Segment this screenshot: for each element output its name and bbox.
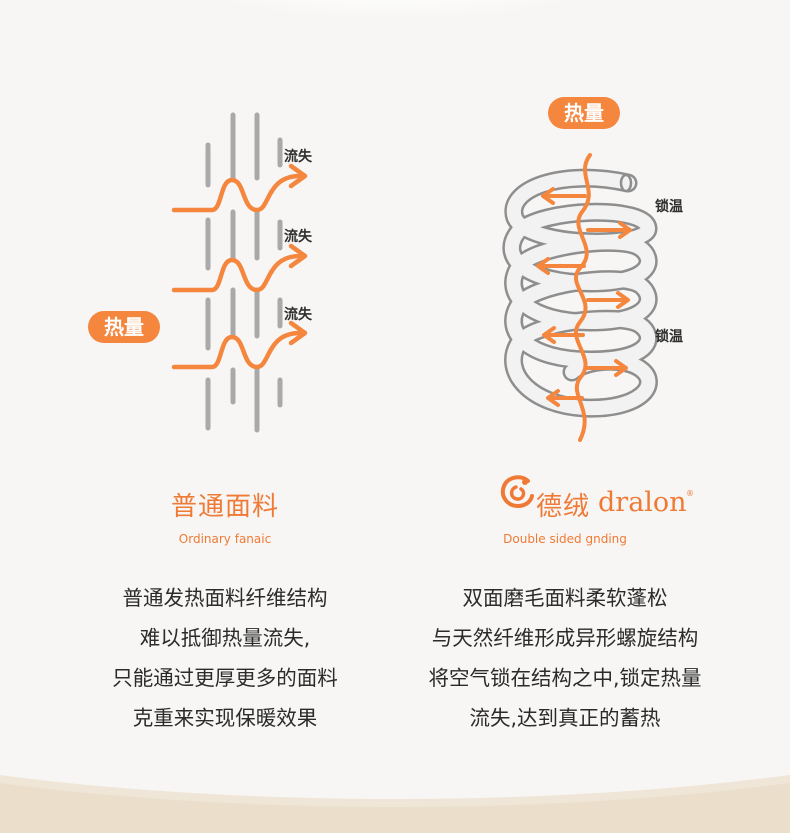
dralon-description: 双面磨毛面料柔软蓬松 与天然纤维形成异形螺旋结构 将空气锁在结构之中,锁定热量 …: [405, 578, 725, 738]
loss-label-3: 流失: [284, 304, 312, 324]
heat-loss-arrows: [174, 166, 305, 367]
description-line: 双面磨毛面料柔软蓬松: [405, 578, 725, 618]
brand-name-cn: 德绒: [536, 486, 590, 523]
registered-mark: ®: [686, 489, 694, 498]
ordinary-fabric-subtitle: Ordinary fanaic: [125, 532, 325, 546]
description-line: 将空气锁在结构之中,锁定热量: [405, 658, 725, 698]
lock-label-2: 锁温: [655, 326, 683, 346]
ordinary-fabric-description: 普通发热面料纤维结构 难以抵御热量流失, 只能通过更厚更多的面料 克重来实现保暖…: [75, 578, 375, 738]
description-line: 只能通过更厚更多的面料: [75, 658, 375, 698]
brand-name-en: dralon: [598, 487, 687, 518]
dralon-spiral-diagram: [512, 155, 649, 440]
bottom-wave-decoration: [0, 763, 790, 833]
dralon-subtitle: Double sided gnding: [460, 532, 670, 546]
dralon-logo: 德绒 dralon ®: [498, 470, 708, 526]
lock-label-1: 锁温: [655, 196, 683, 216]
description-line: 与天然纤维形成异形螺旋结构: [405, 618, 725, 658]
loss-label-1: 流失: [284, 146, 312, 166]
description-line: 普通发热面料纤维结构: [75, 578, 375, 618]
ordinary-fabric-title: 普通面料: [125, 486, 325, 523]
description-line: 难以抵御热量流失,: [75, 618, 375, 658]
dralon-logo-icon: [498, 472, 538, 512]
diagram-canvas: [0, 0, 790, 460]
loss-label-2: 流失: [284, 226, 312, 246]
description-line: 流失,达到真正的蓄热: [405, 698, 725, 738]
description-line: 克重来实现保暖效果: [75, 698, 375, 738]
heat-badge-left: 热量: [88, 311, 160, 343]
heat-badge-right: 热量: [548, 97, 620, 129]
